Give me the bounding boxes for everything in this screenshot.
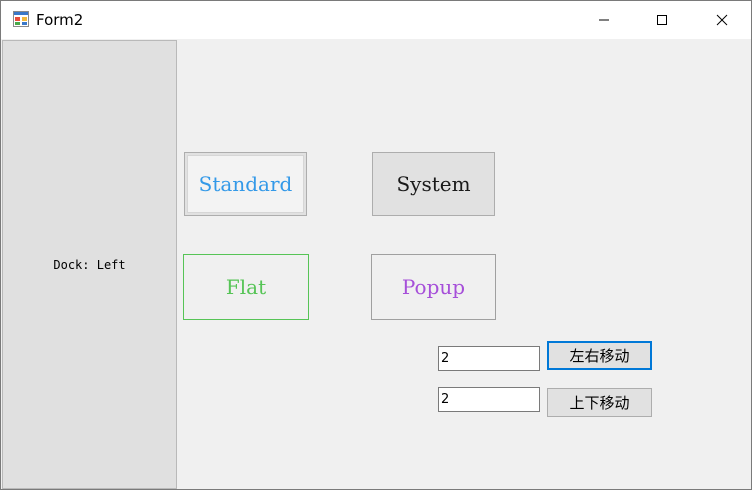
- maximize-button[interactable]: [633, 1, 691, 39]
- minimize-icon: [599, 19, 609, 21]
- move-vertical-button[interactable]: 上下移动: [547, 388, 652, 417]
- dock-left-panel: Dock: Left: [2, 40, 177, 489]
- flat-button[interactable]: Flat: [183, 254, 309, 320]
- standard-button-label: Standard: [187, 155, 304, 213]
- minimize-button[interactable]: [575, 1, 633, 39]
- window-title: Form2: [36, 11, 84, 29]
- title-bar[interactable]: Form2: [1, 1, 751, 39]
- system-button[interactable]: System: [372, 152, 495, 216]
- popup-button[interactable]: Popup: [371, 254, 496, 320]
- move-horizontal-button[interactable]: 左右移动: [547, 341, 652, 370]
- horizontal-step-input[interactable]: [438, 346, 540, 371]
- close-button[interactable]: [693, 1, 751, 39]
- maximize-icon: [657, 15, 667, 25]
- app-form-icon: [13, 11, 29, 27]
- standard-button[interactable]: Standard: [184, 152, 307, 216]
- close-icon: [716, 14, 728, 26]
- dock-label: Dock: Left: [53, 258, 126, 272]
- vertical-step-input[interactable]: [438, 387, 540, 412]
